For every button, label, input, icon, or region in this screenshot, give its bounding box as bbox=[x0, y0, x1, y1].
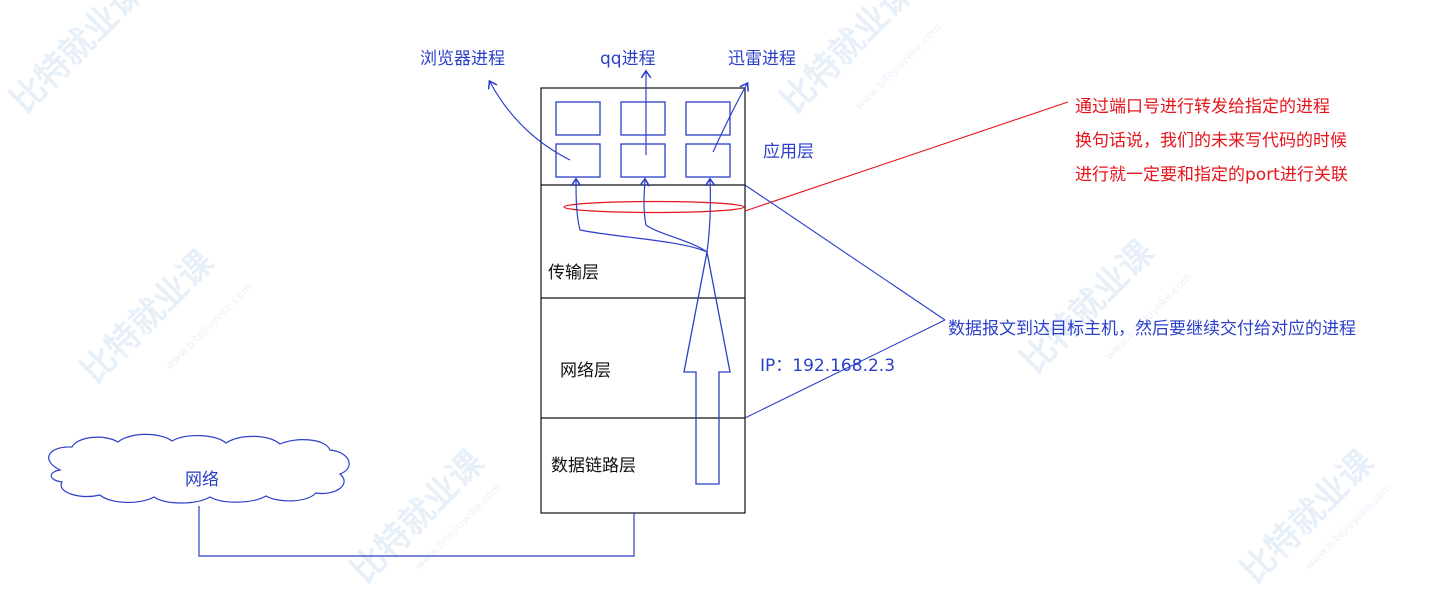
arrow-to-browser bbox=[490, 82, 571, 161]
network-connection bbox=[198, 506, 635, 557]
upward-data-arrow bbox=[683, 251, 731, 485]
diagram-canvas bbox=[48, 0, 1069, 557]
process-box bbox=[555, 101, 601, 136]
protocol-stack-box bbox=[540, 87, 746, 514]
process-box bbox=[685, 101, 731, 136]
delivery-line-top bbox=[744, 184, 946, 321]
annotation-port-line1: 通过端口号进行转发给指定的进程 bbox=[1075, 97, 1330, 117]
label-datalink-layer: 数据链路层 bbox=[551, 456, 636, 476]
label-network-layer: 网络层 bbox=[560, 361, 611, 381]
annotation-delivery: 数据报文到达目标主机，然后要继续交付给对应的进程 bbox=[948, 319, 1356, 339]
label-network-cloud: 网络 bbox=[185, 470, 219, 490]
delivery-line-bottom bbox=[744, 319, 946, 419]
label-ip-address: IP：192.168.2.3 bbox=[760, 356, 896, 376]
process-box bbox=[685, 143, 731, 178]
label-qq-process: qq进程 bbox=[600, 49, 656, 69]
arrow-to-xunlei bbox=[712, 84, 747, 153]
port-ellipse bbox=[563, 200, 745, 214]
process-boxes bbox=[555, 101, 731, 178]
annotation-port-line2: 换句话说，我们的未来写代码的时候 bbox=[1075, 131, 1347, 151]
transport-fanout bbox=[707, 180, 710, 253]
annotation-port-line3: 进行就一定要和指定的port进行关联 bbox=[1075, 165, 1348, 185]
label-browser-process: 浏览器进程 bbox=[420, 49, 505, 69]
process-box bbox=[620, 143, 666, 178]
transport-fanout bbox=[644, 180, 708, 253]
label-transport-layer: 传输层 bbox=[548, 263, 599, 283]
process-box bbox=[555, 143, 601, 178]
label-application-layer: 应用层 bbox=[763, 142, 814, 162]
label-xunlei-process: 迅雷进程 bbox=[728, 49, 796, 69]
process-box bbox=[620, 101, 666, 136]
network-cloud bbox=[48, 433, 350, 504]
transport-fanout bbox=[576, 180, 708, 253]
port-annotation-line bbox=[744, 101, 1069, 212]
